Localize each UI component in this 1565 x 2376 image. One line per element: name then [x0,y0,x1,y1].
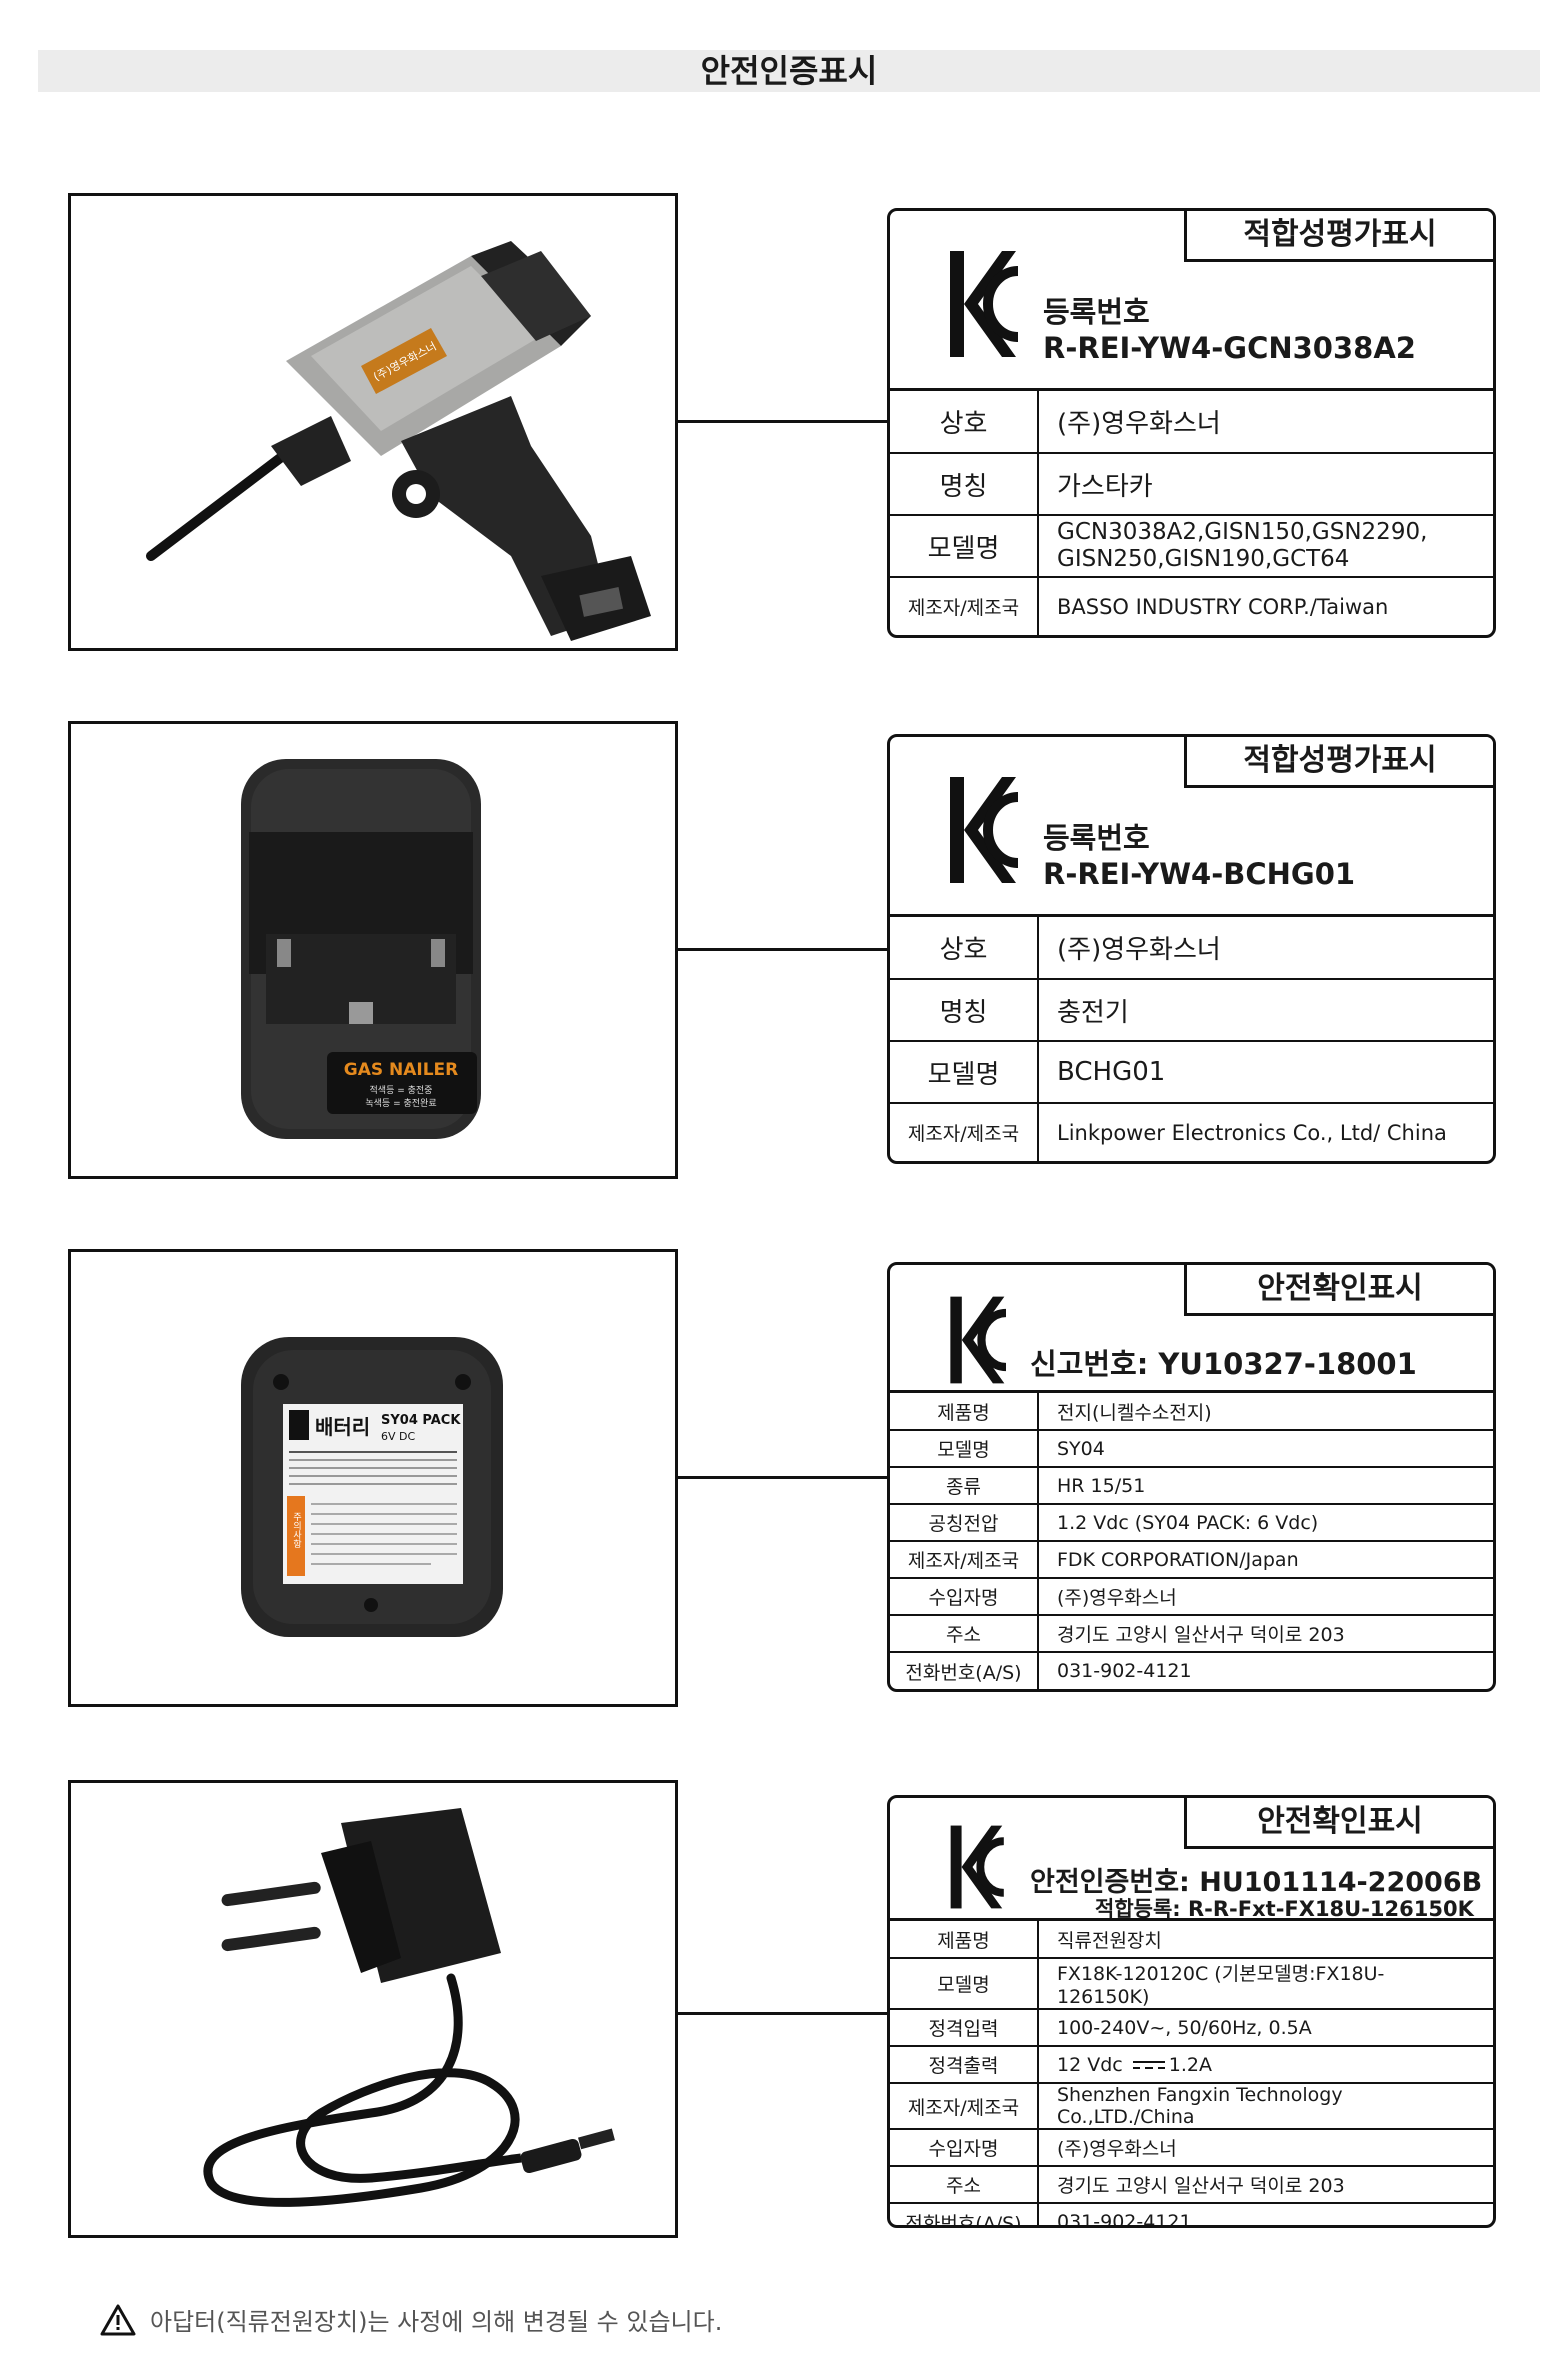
warning-icon [100,2304,136,2335]
field-label: 모델명 [890,1958,1039,2010]
reg-label: 등록번호 [1043,821,1150,855]
kc-mark-icon [950,1825,1005,1909]
field-value: 031-902-4121 [1057,1660,1192,1682]
battery-caution-label: 주의사항 [291,1512,301,1548]
field-value: BASSO INDUSTRY CORP./Taiwan [1057,594,1389,619]
field-value: 100-240V~, 50/60Hz, 0.5A [1038,2009,1493,2047]
field-label: 상호 [890,391,1039,454]
field-label: 제품명 [890,1921,1039,1959]
cert-card-charger: 적합성평가표시 등록번호 R-REI-YW4-BCHG01 상호(주)영우화스너… [887,734,1496,1164]
kc-mark-icon [950,1296,1007,1384]
conformity-reg-line: 적합등록: R-R-Fxt-FX18U-126150K [1095,1897,1474,1921]
adapter-photo [68,1780,678,2238]
field-label: 모델명 [890,515,1039,578]
field-label: 제조자/제조국 [890,2083,1039,2130]
cert-card-nailer: 적합성평가표시 등록번호 R-REI-YW4-GCN3038A2 상호(주)영우… [887,208,1496,638]
battery-photo: 배터리 SY04 PACK 6V DC 주의사항 [68,1249,678,1707]
charger-label: GAS NAILER [344,1060,459,1080]
footnote: 아답터(직류전원장치)는 사정에 의해 변경될 수 있습니다. [100,2302,722,2337]
field-label: 주소 [890,1615,1039,1653]
field-value: 12 Vdc [1057,2053,1123,2076]
field-value: FX18K-120120C (기본모델명:FX18U-126150K) [1038,1958,1493,2010]
reg-number: R-REI-YW4-BCHG01 [1043,857,1356,891]
battery-voltage: 6V DC [381,1430,415,1443]
field-label: 제조자/제조국 [890,1103,1039,1161]
page-title: 안전인증표시 [38,50,1540,92]
kc-mark-icon [950,777,1019,883]
field-value: SY04 [1038,1430,1493,1468]
dc-symbol-icon [1132,2061,1165,2069]
field-label: 정격입력 [890,2009,1039,2047]
charger-red-led-text: 적색등 = 충전중 [370,1084,433,1096]
field-value: GISN250,GISN190,GCT64 [1057,546,1350,572]
field-value: 경기도 고양시 일산서구 덕이로 203 [1038,1615,1493,1653]
cert-tab: 안전확인표시 [1184,1265,1493,1316]
charger-green-led-text: 녹색등 = 충전완료 [365,1098,436,1109]
field-label: 제품명 [890,1393,1039,1431]
reg-number: R-REI-YW4-GCN3038A2 [1043,331,1416,365]
field-label: 모델명 [890,1041,1039,1104]
field-label: 상호 [890,917,1039,980]
cert-card-adapter: 안전확인표시 안전인증번호: HU101114-22006B 적합등록: R-R… [887,1795,1496,2228]
kc-mark-icon [950,251,1019,357]
field-value: 직류전원장치 [1038,1921,1493,1959]
cert-tab: 적합성평가표시 [1184,211,1493,262]
field-label: 종류 [890,1467,1039,1505]
battery-title: 배터리 [315,1415,370,1439]
field-value-suffix: 1.2A [1168,2053,1212,2076]
field-label: 제조자/제조국 [890,577,1039,635]
field-value: BCHG01 [1038,1041,1493,1104]
field-label: 전화번호(A/S) [890,1652,1039,1689]
field-value: (주)영우화스너 [1038,391,1493,454]
reg-label: 등록번호 [1043,295,1150,329]
field-label: 공칭전압 [890,1504,1039,1542]
cert-tab: 안전확인표시 [1184,1798,1493,1849]
field-label: 정격출력 [890,2046,1039,2084]
field-value: 전지(니켈수소전지) [1038,1393,1493,1431]
field-label: 수입자명 [890,1578,1039,1616]
cert-tab: 적합성평가표시 [1184,737,1493,788]
battery-model: SY04 PACK [381,1413,461,1428]
field-value: 가스타카 [1038,453,1493,516]
reg-number-line: 신고번호: YU10327-18001 [1030,1347,1417,1381]
field-value: 경기도 고양시 일산서구 덕이로 203 [1038,2166,1493,2204]
nailer-photo: (주)영우화스너 [68,193,678,651]
field-value: HR 15/51 [1038,1467,1493,1505]
field-label: 제조자/제조국 [890,1541,1039,1579]
field-label: 모델명 [890,1430,1039,1468]
field-value: Shenzhen Fangxin Technology Co.,LTD./Chi… [1038,2083,1493,2130]
field-value: (주)영우화스너 [1038,2129,1493,2167]
reg-number-line: 안전인증번호: HU101114-22006B [1030,1867,1483,1898]
field-label: 명칭 [890,979,1039,1042]
footnote-text: 아답터(직류전원장치)는 사정에 의해 변경될 수 있습니다. [150,2308,723,2336]
field-label: 주소 [890,2166,1039,2204]
charger-photo: GAS NAILER 적색등 = 충전중 녹색등 = 충전완료 [68,721,678,1179]
field-value: 031-902-4121 [1057,2211,1192,2228]
field-value: FDK CORPORATION/Japan [1038,1541,1493,1579]
field-value: 1.2 Vdc (SY04 PACK: 6 Vdc) [1038,1504,1493,1542]
field-label: 수입자명 [890,2129,1039,2167]
field-value: (주)영우화스너 [1038,917,1493,980]
field-value: GCN3038A2,GISN150,GSN2290, [1057,519,1428,545]
field-label: 전화번호(A/S) [890,2203,1039,2225]
field-value: 충전기 [1038,979,1493,1042]
field-label: 명칭 [890,453,1039,516]
field-value: Linkpower Electronics Co., Ltd/ China [1057,1120,1447,1145]
field-value: (주)영우화스너 [1038,1578,1493,1616]
